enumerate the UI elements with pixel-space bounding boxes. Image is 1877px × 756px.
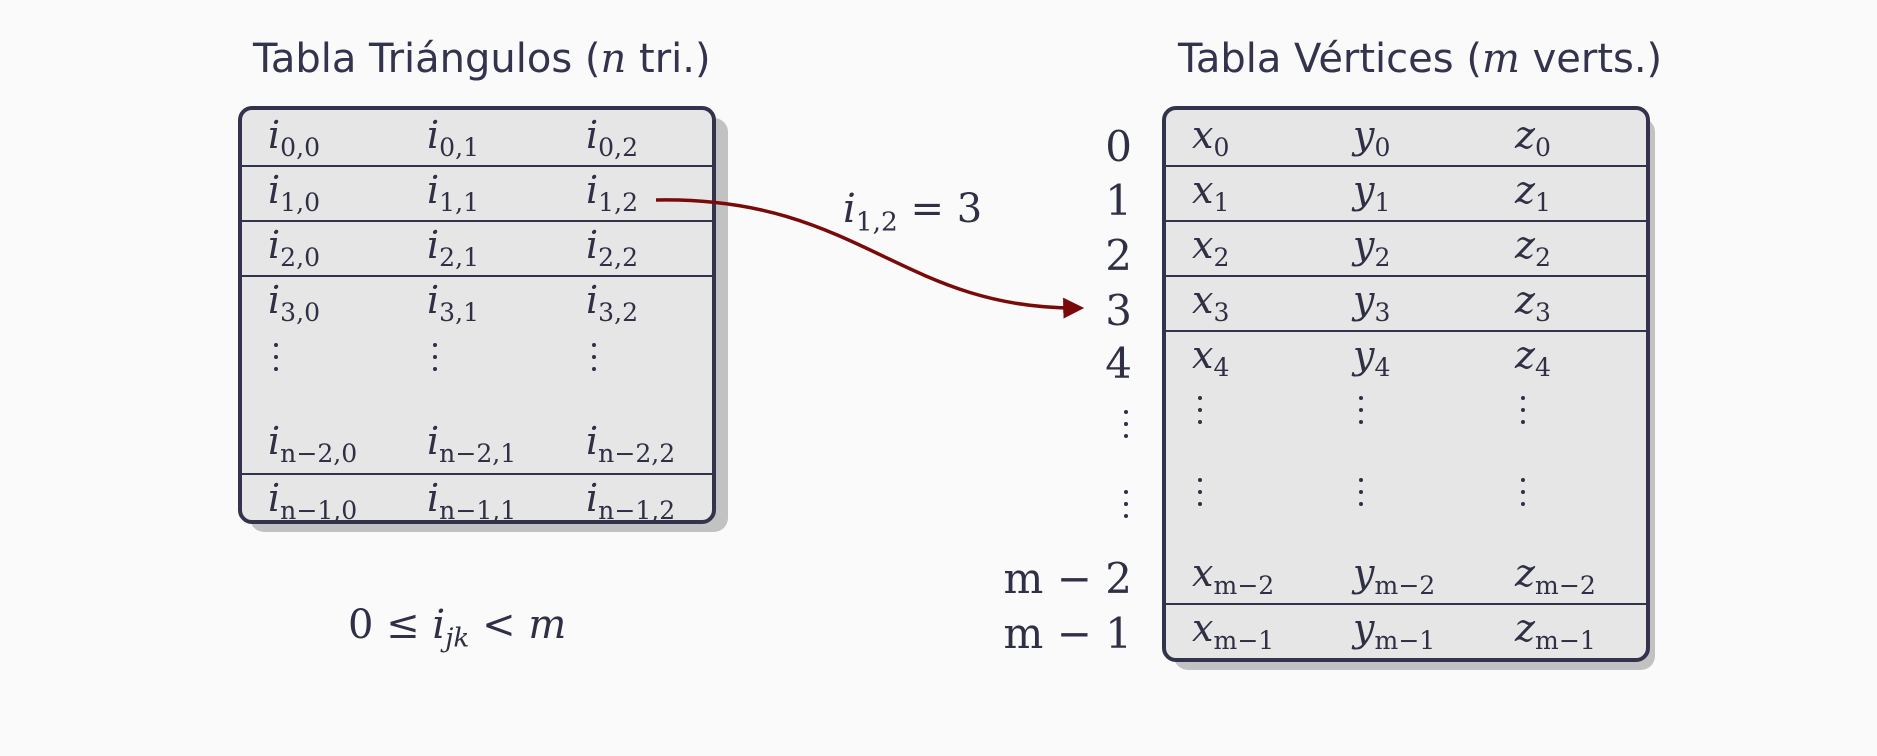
triangles-table-cell: i0,0	[268, 113, 321, 163]
vertices-table-cell: x3	[1192, 278, 1230, 328]
vertices-table-cell: z1	[1515, 168, 1551, 218]
arrow-label: i1,2 = 3	[843, 186, 983, 238]
vertices-table-cell: x4	[1192, 333, 1230, 383]
vertices-table-cell: y1	[1353, 168, 1391, 218]
vertices-table-cell: y4	[1353, 333, 1391, 383]
vertices-table-cell: ym−2	[1353, 551, 1436, 601]
vertices-table-cell: xm−2	[1192, 551, 1275, 601]
vertices-table-row	[1166, 384, 1646, 466]
triangles-table-cell: i2,1	[427, 223, 480, 273]
vertex-index-label: m − 1	[1003, 609, 1132, 658]
triangles-table-cell: i2,2	[586, 223, 639, 273]
vertices-table-cell: z0	[1515, 113, 1551, 163]
vertex-index-label: 3	[1105, 286, 1132, 335]
triangles-table-ellipsis	[274, 343, 278, 379]
vertices-table-row: x2 y2 z2	[1166, 220, 1646, 277]
vertices-table-cell: y3	[1353, 278, 1391, 328]
vertices-table-row: xm−2 ym−2 zm−2	[1166, 548, 1646, 605]
arrow-curve	[655, 198, 1085, 319]
triangles-table-row: in−2,0 in−2,1 in−2,2	[242, 416, 712, 475]
vertices-table-ellipsis	[1198, 396, 1202, 432]
vertex-index-label: 2	[1105, 231, 1132, 280]
vertex-index-label: 1	[1105, 176, 1132, 225]
vertex-index-ellipsis	[1124, 410, 1128, 446]
vertices-table-row: xm−1 ym−1 zm−1	[1166, 603, 1646, 658]
triangles-table-row: i3,0 i3,1 i3,2	[242, 275, 712, 331]
vertices-table-row	[1166, 466, 1646, 548]
vertices-table-cell: y0	[1353, 113, 1391, 163]
triangles-table-cell: i3,2	[586, 278, 639, 328]
triangles-table-cell: in−2,0	[268, 419, 358, 469]
vertices-table-cell: zm−1	[1515, 606, 1596, 656]
triangles-table-cell: in−2,2	[586, 419, 676, 469]
vertex-index-label: m − 2	[1003, 554, 1132, 603]
vertices-table-row: x1 y1 z1	[1166, 165, 1646, 222]
vertices-table-ellipsis	[1359, 396, 1363, 432]
vertices-table-ellipsis	[1359, 478, 1363, 514]
triangles-table-title: Tabla Triángulos (n tri.)	[253, 36, 711, 82]
triangles-table-cell: i1,2	[586, 168, 639, 218]
triangles-table-row: i1,0 i1,1 i1,2	[242, 165, 712, 222]
vertices-table-ellipsis	[1521, 396, 1525, 432]
triangles-table-cell: i0,2	[586, 113, 639, 163]
triangles-table-cell: i1,0	[268, 168, 321, 218]
triangles-table-row: i2,0 i2,1 i2,2	[242, 220, 712, 277]
triangles-table-ellipsis	[592, 343, 596, 379]
triangles-table-cell: in−1,0	[268, 476, 358, 524]
vertices-table-row: x0 y0 z0	[1166, 110, 1646, 167]
triangles-table-cell: i2,0	[268, 223, 321, 273]
vertices-table-cell: zm−2	[1515, 551, 1596, 601]
triangles-table-row: in−1,0 in−1,1 in−1,2	[242, 473, 712, 524]
triangles-table-cell: in−1,2	[586, 476, 676, 524]
triangles-table-ellipsis	[433, 343, 437, 379]
vertices-table-ellipsis	[1198, 478, 1202, 514]
vertices-table-cell: z3	[1515, 278, 1551, 328]
triangles-table-cell: in−1,1	[427, 476, 517, 524]
vertices-table-cell: z4	[1515, 333, 1551, 383]
vertices-table-cell: x1	[1192, 168, 1230, 218]
triangles-table-cell: i0,1	[427, 113, 480, 163]
triangles-table-cell: i1,1	[427, 168, 480, 218]
vertices-table: x0 y0 z0 x1 y1 z1 x2 y2 z2 x3 y3 z3 x4 y4 z4 xm−2 ym−2 zm…	[1162, 106, 1650, 662]
triangles-table-cell: i3,1	[427, 278, 480, 328]
vertices-table-row: x3 y3 z3	[1166, 275, 1646, 332]
vertices-table-row: x4 y4 z4	[1166, 330, 1646, 384]
vertex-index-label: 4	[1105, 339, 1132, 388]
vertex-index-label: 0	[1105, 122, 1132, 171]
vertices-table-cell: x0	[1192, 113, 1230, 163]
vertices-table-cell: z2	[1515, 223, 1551, 273]
triangles-table-cell: i3,0	[268, 278, 321, 328]
triangles-table-cell: in−2,1	[427, 419, 517, 469]
triangles-table-row: i0,0 i0,1 i0,2	[242, 110, 712, 167]
vertices-table-title: Tabla Vértices (m verts.)	[1178, 36, 1663, 82]
vertices-table-cell: xm−1	[1192, 606, 1275, 656]
vertex-index-ellipsis	[1124, 490, 1128, 526]
triangles-table-row	[242, 331, 712, 416]
vertices-table-cell: x2	[1192, 223, 1230, 273]
index-constraint: 0 ≤ ijk < m	[348, 602, 567, 654]
vertices-table-ellipsis	[1521, 478, 1525, 514]
vertices-table-cell: y2	[1353, 223, 1391, 273]
vertices-table-cell: ym−1	[1353, 606, 1436, 656]
